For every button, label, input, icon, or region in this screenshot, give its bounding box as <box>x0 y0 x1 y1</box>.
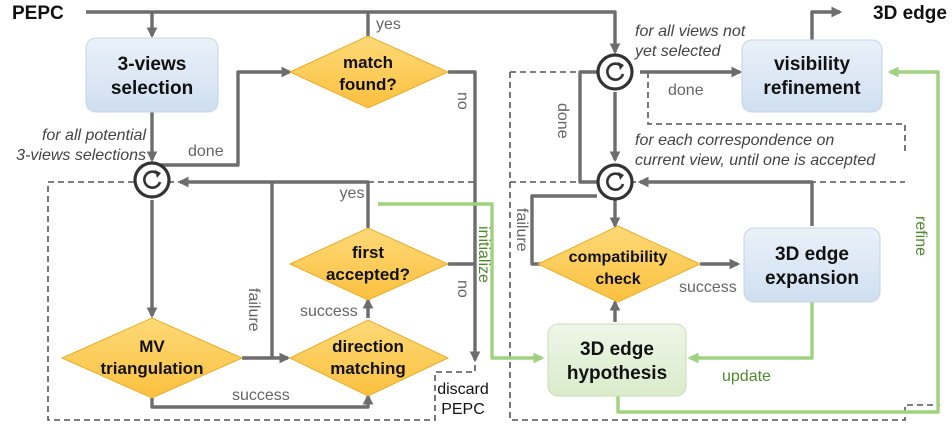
expansion-to-loop-arrow <box>637 176 814 226</box>
initialize-arrow <box>378 202 545 364</box>
edge-hypothesis-box: 3D edge hypothesis <box>547 323 687 397</box>
edge-expansion-box: 3D edge expansion <box>743 227 881 303</box>
input-label: PEPC <box>12 3 64 24</box>
label-no-match: no <box>454 92 471 110</box>
label-failure-right: failure <box>513 208 530 252</box>
loop-icon-left <box>133 161 171 199</box>
update-arrow <box>687 302 814 364</box>
done-to-match-arrow <box>152 66 293 167</box>
label-success-right: success <box>679 279 737 296</box>
match-found-decision: match found? <box>288 35 450 109</box>
discard-label-line2: PEPC <box>441 401 485 418</box>
label-done-left: done <box>188 143 224 160</box>
match-no-arrow <box>448 70 481 363</box>
refine-arrow <box>616 66 940 414</box>
three-views-selection-box: 3-views selection <box>85 37 219 113</box>
loop-label-views-2: yet selected <box>634 43 721 60</box>
failure-back-line <box>530 194 597 266</box>
svg-text:direction: direction <box>332 337 404 356</box>
label-done-right: done <box>668 82 704 99</box>
label-initialize: initialize <box>475 226 492 283</box>
bottom-success-arrow <box>150 393 374 409</box>
svg-text:accepted?: accepted? <box>326 265 410 284</box>
pepc-to-views-loop-arrow <box>86 10 621 55</box>
discard-label-line1: discard <box>437 381 489 398</box>
direction-matching-decision: direction matching <box>288 319 450 397</box>
right-top-region <box>647 72 906 152</box>
loop-label-views-1: for all views not <box>635 23 746 40</box>
label-yes-match: yes <box>376 16 401 33</box>
loop-icon-correspondence <box>596 163 634 201</box>
svg-text:compatibility: compatibility <box>569 249 668 266</box>
three-views-selection-line1: 3-views <box>118 54 187 75</box>
svg-text:refinement: refinement <box>763 78 861 99</box>
loop-icon-views <box>596 53 634 91</box>
label-no-first: no <box>454 280 471 298</box>
label-success-bottom: success <box>232 387 290 404</box>
output-label: 3D edge <box>873 3 947 24</box>
compatibility-check-decision: compatibility check <box>536 225 702 303</box>
mv-triangulation-decision: MV triangulation <box>60 317 244 399</box>
right-loop-region <box>509 72 940 421</box>
first-accepted-decision: first accepted? <box>288 227 450 301</box>
label-done-vertical: done <box>554 103 571 139</box>
loop-label-correspondence-2: current view, until one is accepted <box>635 152 876 169</box>
visibility-refinement-box: visibility refinement <box>741 39 883 113</box>
done-back-line <box>578 70 597 184</box>
three-views-selection-line2: selection <box>111 78 193 99</box>
svg-text:triangulation: triangulation <box>101 359 204 378</box>
label-yes-first: yes <box>340 185 365 202</box>
loop-label-potential-2: 3-views selections <box>16 147 146 164</box>
accepted-yes-arrow <box>177 176 370 228</box>
label-refine: refine <box>912 216 929 256</box>
svg-text:3D edge: 3D edge <box>580 339 654 360</box>
svg-text:hypothesis: hypothesis <box>567 363 667 384</box>
svg-text:matching: matching <box>330 359 406 378</box>
loop-label-potential-1: for all potential <box>42 127 147 144</box>
refinement-to-output-arrow <box>810 6 843 40</box>
svg-text:3D edge: 3D edge <box>775 244 849 265</box>
svg-text:expansion: expansion <box>765 268 859 289</box>
svg-text:first: first <box>352 243 384 262</box>
svg-text:MV: MV <box>139 337 165 356</box>
label-update: update <box>722 368 771 385</box>
left-loop-region <box>47 181 476 421</box>
label-success-direction: success <box>300 303 358 320</box>
svg-text:check: check <box>595 271 640 288</box>
svg-text:visibility: visibility <box>774 54 850 75</box>
loop-label-correspondence-1: for each correspondence on <box>635 132 834 149</box>
label-failure-left: failure <box>245 288 262 332</box>
svg-text:found?: found? <box>339 75 397 94</box>
svg-text:match: match <box>343 53 393 72</box>
